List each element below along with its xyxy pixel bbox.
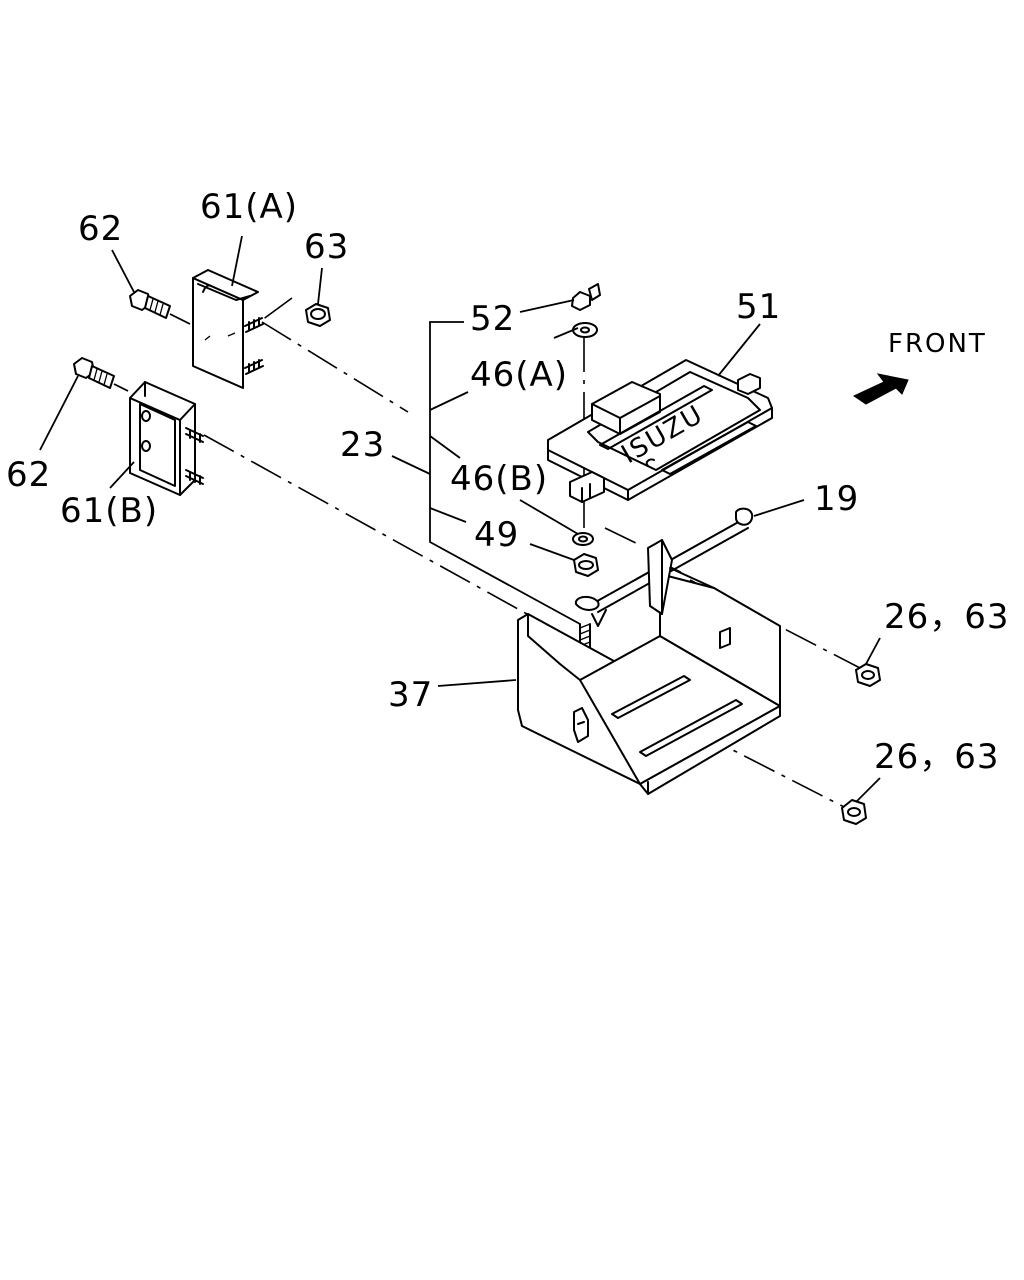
callout-62-left: 62 [6, 455, 51, 495]
battery-tray-37 [517, 539, 781, 795]
nut-63-top [305, 303, 331, 327]
callout-46a: 46(A) [470, 355, 568, 395]
callout-61b: 61(B) [60, 491, 158, 531]
washer-46a [572, 322, 598, 338]
callout-labels: 62 61(A) 63 52 51 FRONT 46(A) 23 62 46(B… [6, 187, 1010, 777]
callout-26-63-lower: 26，63 [874, 737, 1000, 777]
front-direction-arrow [852, 373, 909, 405]
callout-51: 51 [736, 287, 781, 327]
nut-26-63-lower [841, 799, 867, 825]
battery-51: ISUZU [547, 359, 773, 503]
nut-26-63-upper [855, 663, 881, 687]
bracket-61a [192, 269, 264, 389]
washer-46b [572, 532, 594, 546]
wing-bolt-52 [571, 283, 601, 311]
callout-26-63-upper: 26，63 [884, 597, 1010, 637]
callout-23: 23 [340, 425, 385, 465]
callout-62-top: 62 [78, 209, 123, 249]
callout-63-top: 63 [304, 227, 349, 267]
callout-52: 52 [470, 299, 515, 339]
bracket-61b [129, 381, 204, 496]
callout-46b: 46(B) [450, 459, 548, 499]
leader-lines [39, 235, 881, 803]
nut-49 [573, 553, 599, 577]
callout-37: 37 [388, 675, 433, 715]
bolt-62-top [129, 289, 191, 325]
bolt-62-left [73, 357, 129, 392]
callout-49: 49 [474, 515, 519, 555]
callout-61a: 61(A) [200, 187, 298, 227]
front-label: FRONT [888, 329, 987, 359]
callout-19: 19 [814, 479, 859, 519]
